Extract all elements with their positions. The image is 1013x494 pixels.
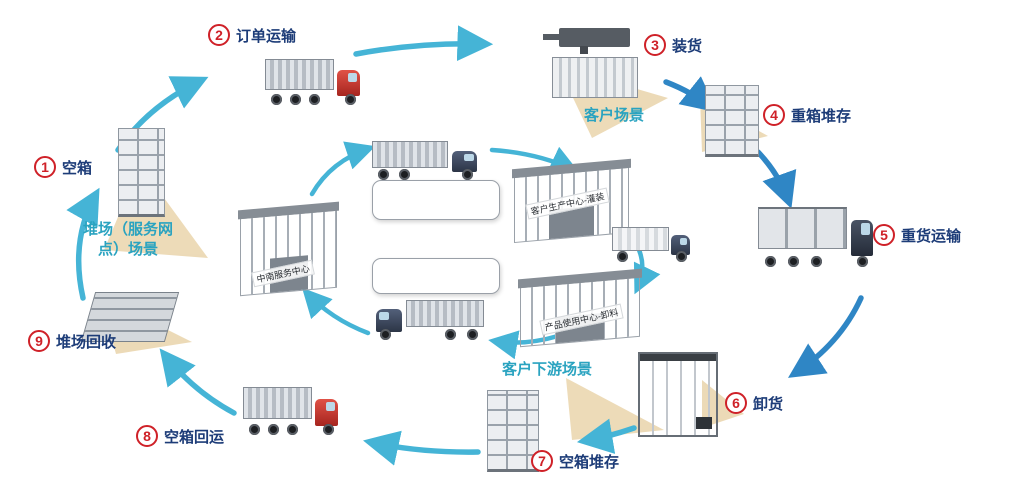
step-1-number: 1 (34, 156, 56, 178)
step-3-number: 3 (644, 34, 666, 56)
blank-label-box-1 (372, 180, 500, 220)
truck-cab (451, 150, 477, 173)
loaded-container (552, 56, 639, 98)
step-7: 7 空箱堆存 (531, 450, 619, 472)
step-2-label: 订单运输 (236, 27, 297, 45)
truck-wheel (308, 94, 320, 105)
truck-wheel (289, 94, 301, 105)
inner-truck-bottom (376, 296, 484, 340)
scenario-customer: 客户场景 (584, 107, 645, 124)
truck-wheel (675, 251, 687, 262)
truck-trailer (612, 227, 669, 252)
truck-trailer (406, 299, 484, 328)
truck-cab (337, 70, 360, 96)
step-4-number: 4 (763, 104, 785, 126)
step-1-label: 空箱 (62, 159, 93, 177)
truck-wheel (248, 424, 260, 435)
truck-trailer (265, 59, 334, 90)
truck-trailer (243, 387, 312, 420)
truck-wheel (378, 169, 390, 180)
heavy-container-stack (705, 85, 759, 157)
unloading-container (638, 352, 718, 437)
step-5-number: 5 (873, 224, 895, 246)
truck-cab (851, 219, 873, 256)
step-8-label: 空箱回运 (164, 428, 225, 446)
scenario-yard: 堆场（服务网点）场景 (82, 221, 173, 259)
truck-wheel (267, 424, 279, 435)
step-3: 3 装货 (644, 34, 702, 56)
step-2-number: 2 (208, 24, 230, 46)
loading-crane-machine (542, 28, 653, 98)
inner-truck-top (372, 138, 477, 180)
step-8-number: 8 (136, 425, 158, 447)
empty-return-truck (243, 383, 338, 435)
empty-container-stack-1 (118, 128, 165, 217)
step-7-number: 7 (531, 450, 553, 472)
truck-wheel (616, 251, 628, 262)
truck-wheel (466, 329, 478, 340)
truck-wheel (764, 256, 776, 267)
truck-cab (376, 309, 402, 333)
step-8: 8 空箱回运 (136, 425, 224, 447)
step-4-label: 重箱堆存 (791, 107, 852, 125)
step-6-number: 6 (725, 392, 747, 414)
step-1: 1 空箱 (34, 156, 92, 178)
step-2: 2 订单运输 (208, 24, 296, 46)
inner-small-truck (612, 224, 690, 262)
blank-label-box-2 (372, 258, 500, 294)
truck-cab (671, 235, 690, 256)
truck-wheel (461, 169, 473, 180)
truck-wheel (810, 256, 822, 267)
truck-trailer (758, 207, 848, 249)
truck-wheel (323, 424, 335, 435)
step-9-number: 9 (28, 330, 50, 352)
step-5-label: 重货运输 (901, 227, 962, 245)
truck-wheel (444, 329, 456, 340)
step-6-label: 卸货 (753, 395, 784, 413)
truck-wheel (787, 256, 799, 267)
truck-trailer (372, 141, 448, 168)
step-7-label: 空箱堆存 (559, 453, 620, 471)
step-6: 6 卸货 (725, 392, 783, 414)
empty-container-stack-7 (487, 390, 539, 472)
truck-wheel (345, 94, 357, 105)
step-9: 9 堆场回收 (28, 330, 116, 352)
step-3-label: 装货 (672, 37, 703, 55)
scenario-downstream: 客户下游场景 (502, 361, 593, 378)
truck-wheel (286, 424, 298, 435)
heavy-cargo-truck (758, 205, 873, 267)
truck-wheel (380, 329, 392, 340)
crane-arm (542, 28, 630, 54)
step-9-label: 堆场回收 (56, 333, 117, 351)
truck-cab (315, 398, 338, 426)
step-4: 4 重箱堆存 (763, 104, 851, 126)
truck-wheel (399, 169, 411, 180)
order-transport-truck (265, 55, 360, 105)
truck-wheel (270, 94, 282, 105)
step-5: 5 重货运输 (873, 224, 961, 246)
truck-wheel (857, 256, 869, 267)
